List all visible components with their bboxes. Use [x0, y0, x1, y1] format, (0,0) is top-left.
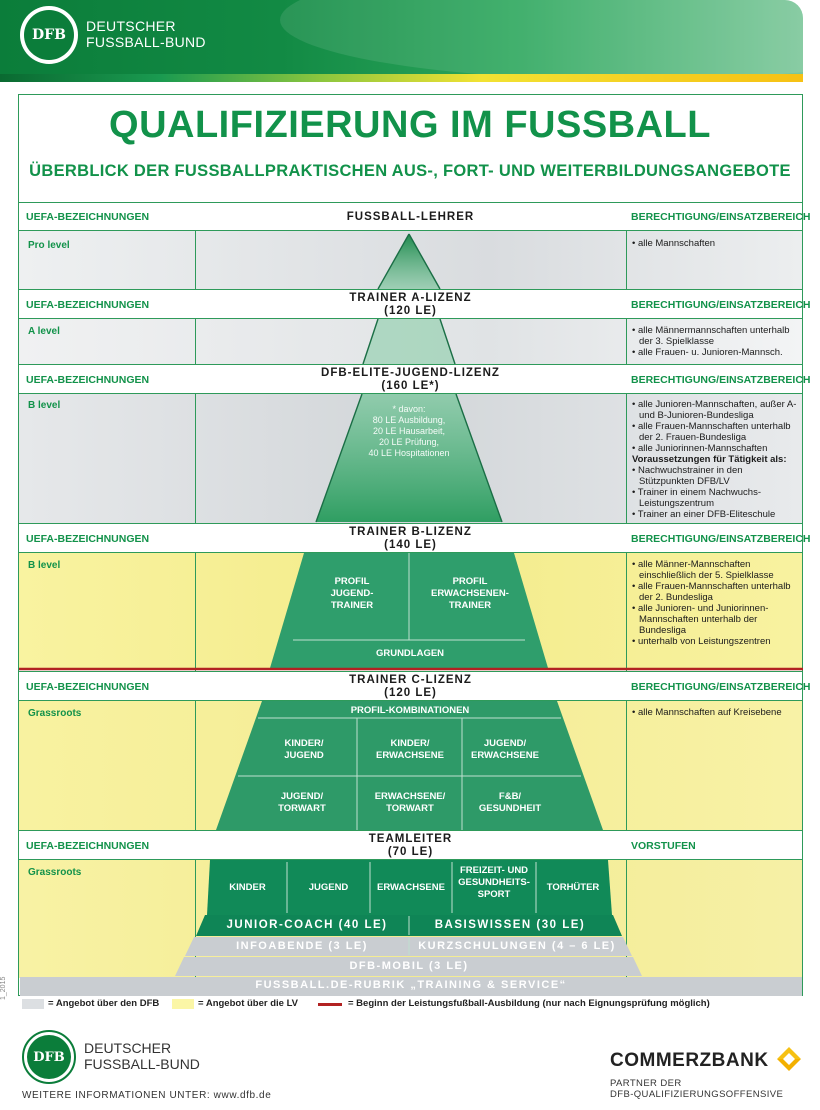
- legend-line-swatch: [318, 1003, 342, 1006]
- pyramid-mobil: [175, 957, 642, 976]
- bullet: • alle Juniorinnen-Mannschaften: [632, 443, 768, 454]
- basiswissen-band: BASISWISSEN (30 LE): [434, 919, 586, 931]
- level-label-b: B level: [28, 560, 61, 571]
- partner-text: PARTNER DER DFB-QUALIFIZIERUNGSOFFENSIVE: [610, 1078, 784, 1100]
- pyramid-rubrik: [20, 977, 802, 996]
- profil-erwachsenen-trainer: PROFIL ERWACHSENEN-TRAINER: [431, 576, 509, 611]
- bullet: • alle Frauen-Mannschaften unterhalb der…: [632, 581, 791, 603]
- teamleiter-erwachsene: ERWACHSENE: [377, 882, 445, 893]
- pyramid-c: [216, 701, 603, 830]
- teamleiter-jugend: JUGEND: [308, 882, 349, 893]
- bullet: • alle Mannschaften auf Kreisebene: [632, 707, 782, 718]
- teamleiter-freizeit: FREIZEIT- UND GESUNDHEITS-SPORT: [458, 865, 530, 900]
- infoabende-band: INFOABENDE (3 LE): [236, 940, 368, 952]
- footer-info: WEITERE INFORMATIONEN UNTER: www.dfb.de: [22, 1090, 272, 1101]
- combo-jugend-torwart: JUGEND/ TORWART: [278, 791, 326, 814]
- commerzbank-logo: COMMERZBANK: [610, 1050, 769, 1071]
- pyramid-teamleiter: [207, 860, 612, 915]
- column-divider-left: [195, 202, 196, 978]
- header-banner: [0, 0, 803, 82]
- page-title: QUALIFIZIERUNG IM FUSSBALL: [109, 104, 711, 146]
- level-label-a: A level: [28, 326, 60, 337]
- header-row-teamleiter: UEFA-BEZEICHNUNGEN TEAMLEITER (70 LE) VO…: [19, 830, 802, 860]
- legend-dfb-swatch: [22, 999, 44, 1009]
- bullet: • alle Frauen- u. Junioren-Mannsch.: [632, 347, 783, 358]
- legend-dfb: = Angebot über den DFB: [48, 998, 160, 1009]
- elite-note: * davon:80 LE Ausbildung,20 LE Hausarbei…: [368, 404, 450, 458]
- fussball-de-band: FUSSBALL.DE-RUBRIK „TRAINING & SERVICE“: [255, 979, 567, 991]
- level-label-pro: Pro level: [28, 240, 70, 251]
- page-subtitle: ÜBERBLICK DER FUSSBALLPRAKTISCHEN AUS-, …: [29, 162, 791, 180]
- bullets-elite: • alle Junioren-Mannschaften, außer A- u…: [632, 399, 798, 520]
- header-row-elite: UEFA-BEZEICHNUNGEN DFB-ELITE-JUGEND-LIZE…: [19, 364, 810, 394]
- bullet: • alle Männer-Mannschaften einschließlic…: [632, 559, 774, 581]
- bullets-b: • alle Männer-Mannschaften einschließlic…: [632, 559, 794, 647]
- prerequisite-title: Voraussetzungen für Tätigkeit als:: [632, 454, 787, 465]
- bullet: • alle Junioren- und Juniorinnen-Mannsch…: [632, 603, 769, 636]
- commerzbank-ribbon-icon: [777, 1047, 801, 1071]
- dfb-link[interactable]: www.dfb.de: [213, 1090, 272, 1101]
- combo-jugend-erwachsene: JUGEND/ ERWACHSENE: [471, 738, 539, 761]
- print-code: 1_2015: [0, 976, 7, 1000]
- dfb-mobil-band: DFB-MOBIL (3 LE): [349, 960, 469, 972]
- header-row-c-lizenz: UEFA-BEZEICHNUNGEN TRAINER C-LIZENZ (120…: [19, 671, 810, 701]
- profil-jugend-trainer: PROFIL JUGEND-TRAINER: [330, 576, 374, 611]
- pyramid-pro: [378, 234, 440, 289]
- teamleiter-kinder: KINDER: [229, 882, 266, 893]
- teamleiter-torhueter: TORHÜTER: [546, 882, 600, 893]
- grundlagen: GRUNDLAGEN: [375, 648, 445, 659]
- footer-brand: DEUTSCHER FUSSBALL-BUND: [84, 1040, 200, 1072]
- pyramid-elite: [316, 394, 502, 522]
- header-color-stripe: [0, 74, 803, 82]
- combo-erwachsene-torwart: ERWACHSENE/ TORWART: [374, 791, 446, 814]
- legend-line: = Beginn der Leistungsfußball-Ausbildung…: [348, 998, 710, 1009]
- legend-lv-swatch: [172, 999, 194, 1009]
- bullet: • alle Frauen-Mannschaften unterhalb der…: [632, 421, 791, 443]
- level-label-grassroots-t: Grassroots: [28, 867, 82, 878]
- footer-dfb-logo-icon[interactable]: DFB: [22, 1030, 76, 1084]
- bullets-c: • alle Mannschaften auf Kreisebene: [632, 707, 782, 718]
- qualification-pyramid: [19, 233, 803, 996]
- header-row-b-lizenz: UEFA-BEZEICHNUNGEN TRAINER B-LIZENZ (140…: [19, 523, 810, 553]
- profil-kombinationen: PROFIL-KOMBINATIONEN: [350, 705, 470, 716]
- bullet: • alle Männermannschaften unterhalb der …: [632, 325, 790, 347]
- combo-fb-gesundheit: F&B/ GESUNDHEIT: [478, 791, 542, 814]
- bullets-pro: • alle Mannschaften: [632, 238, 715, 249]
- combo-kinder-erwachsene: KINDER/ ERWACHSENE: [376, 738, 444, 761]
- combo-kinder-jugend: KINDER/ JUGEND: [284, 738, 324, 761]
- bullet: • alle Junioren-Mannschaften, außer A- u…: [632, 399, 797, 421]
- bullets-a: • alle Männermannschaften unterhalb der …: [632, 325, 794, 358]
- bullet: • Trainer an einer DFB-Eliteschule: [632, 509, 776, 520]
- header-row-a-lizenz: UEFA-BEZEICHNUNGEN TRAINER A-LIZENZ (120…: [19, 289, 810, 319]
- bullet: • alle Mannschaften: [632, 238, 716, 249]
- header-row-fussball-lehrer: UEFA-BEZEICHNUNGEN FUSSBALL-LEHRER BEREC…: [19, 202, 810, 231]
- bullet: • unterhalb von Leistungszentren: [632, 636, 771, 647]
- bullet: • Trainer in einem Nachwuchs-Leistungsze…: [632, 487, 761, 509]
- level-label-grassroots-c: Grassroots: [28, 708, 82, 719]
- junior-coach-band: JUNIOR-COACH (40 LE): [226, 919, 388, 931]
- kurzschulungen-band: KURZSCHULUNGEN (4 – 6 LE): [418, 940, 616, 952]
- header-brand: DEUTSCHER FUSSBALL-BUND: [86, 18, 206, 50]
- level-label-b-elite: B level: [28, 400, 61, 411]
- dfb-logo-icon[interactable]: DFB: [20, 6, 78, 64]
- column-divider-right: [626, 202, 627, 978]
- pyramid-a: [363, 319, 455, 364]
- bullet: • Nachwuchstrainer in den Stützpunkten D…: [632, 465, 743, 487]
- legend-lv: = Angebot über die LV: [198, 998, 299, 1009]
